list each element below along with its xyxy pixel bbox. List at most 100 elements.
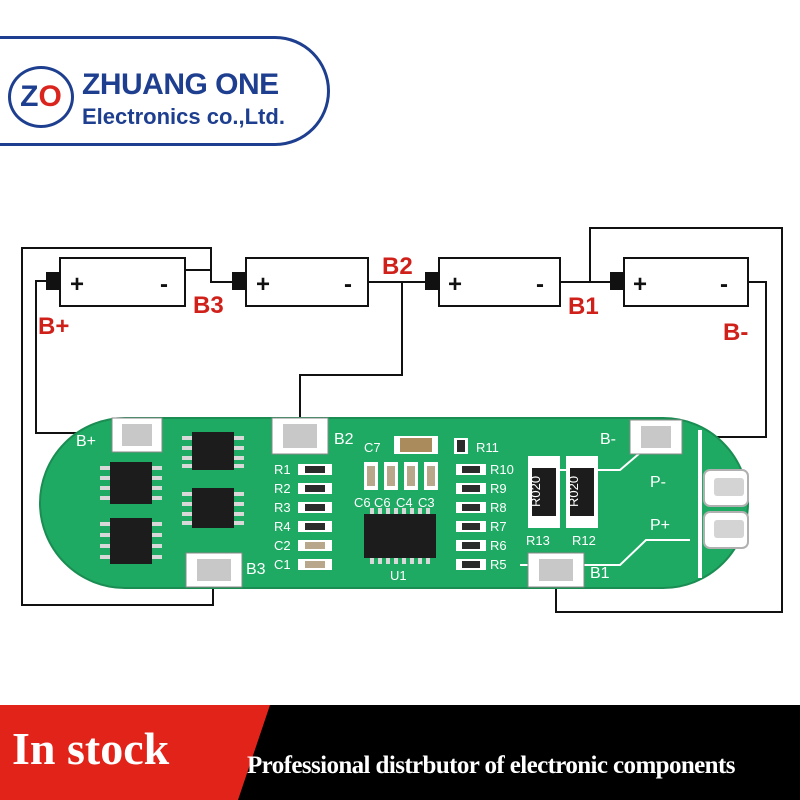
wires	[21, 227, 783, 613]
battery-3-body	[438, 257, 561, 307]
r13-body	[532, 468, 556, 516]
bms-pcb: B+ B2 B- B3 B1 P- P+	[39, 417, 749, 589]
pad-b1-label: B1	[590, 565, 610, 582]
ic-u1: U1	[364, 508, 436, 583]
wire-b2-down	[299, 282, 403, 420]
silk-r4: R4	[274, 519, 291, 534]
capacitor-c7: C7 R11	[364, 436, 499, 455]
silk-r1: R1	[274, 462, 291, 477]
p-plus-solder	[714, 520, 744, 538]
wire-b1-loop	[555, 227, 783, 613]
silk-r12: R12	[572, 533, 596, 548]
battery-4-body	[623, 257, 749, 307]
label-b-plus: B+	[38, 313, 69, 340]
mosfet-4-body	[110, 518, 152, 564]
c7-body	[400, 438, 432, 452]
wire-b-plus	[35, 280, 110, 434]
silk-r6: R6	[490, 538, 507, 553]
battery-1-plus: +	[70, 271, 84, 298]
logo-letter-z: Z	[20, 80, 39, 113]
silk-c5: C6	[374, 495, 391, 510]
pad-b-minus-label: B-	[600, 431, 616, 448]
mosfet-4	[100, 518, 162, 564]
battery-2: + -	[232, 257, 369, 307]
pad-b2-label: B2	[334, 431, 354, 448]
pad-b1: B1	[527, 552, 610, 588]
silk-r2: R2	[274, 481, 291, 496]
silk-r9: R9	[490, 481, 507, 496]
logo-letter-o: O	[38, 80, 62, 113]
battery-2-minus: -	[344, 271, 352, 298]
wire-b3-bridge	[210, 270, 232, 283]
battery-2-cap	[232, 272, 246, 290]
battery-3-cap	[425, 272, 439, 290]
silk-r11: R11	[476, 440, 499, 455]
mosfet-2-body	[192, 488, 234, 528]
p-minus-label: P-	[650, 474, 666, 491]
silk-r13: R13	[526, 533, 550, 548]
battery-1: + -	[46, 257, 186, 307]
r13-value: R020	[528, 476, 543, 507]
u1-body	[364, 514, 436, 558]
silk-c6: C6	[354, 495, 371, 510]
silk-c4: C4	[396, 495, 413, 510]
label-b-minus: B-	[723, 319, 748, 346]
battery-3: + -	[425, 257, 561, 307]
battery-1-body	[59, 257, 186, 307]
capacitor-row: C6 C6 C4 C3	[354, 462, 438, 510]
battery-4-minus: -	[720, 271, 728, 298]
silk-c3: C3	[418, 495, 435, 510]
pad-b3: B3	[185, 552, 266, 588]
output-pads: P- P+	[650, 469, 749, 549]
silk-c2: C2	[274, 538, 291, 553]
wire-b-minus	[682, 281, 767, 438]
mosfet-1-body	[192, 432, 234, 470]
footer-red-banner	[0, 705, 270, 800]
in-stock-label: In stock	[12, 723, 170, 774]
pad-b-minus-solder	[641, 426, 671, 448]
silk-r3: R3	[274, 500, 291, 515]
label-b1: B1	[568, 293, 599, 320]
mosfet-chips	[100, 432, 244, 564]
brand-subtitle: Electronics co.,Ltd.	[82, 104, 285, 129]
silk-r8: R8	[490, 500, 507, 515]
battery-4-plus: +	[633, 271, 647, 298]
tagline: Professional distrbutor of electronic co…	[247, 752, 735, 779]
battery-4-cap	[610, 272, 624, 290]
r11-body	[457, 440, 465, 452]
pad-b3-label: B3	[246, 561, 266, 578]
pad-b2: B2	[271, 417, 354, 455]
battery-4: + -	[610, 257, 749, 307]
resistor-column-right: R10 R9 R8 R7 R6 R5	[456, 462, 514, 572]
battery-3-minus: -	[536, 271, 544, 298]
pad-b-plus-solder	[122, 424, 152, 446]
p-plus-label: P+	[650, 517, 670, 534]
battery-1-cap	[46, 272, 60, 290]
r12-value: R020	[566, 476, 581, 507]
resistor-column-left: R1 R2 R3 R4 C2 C1	[274, 462, 332, 572]
shunt-r12: R020 R12	[566, 456, 598, 548]
pad-b-plus: B+	[76, 417, 163, 453]
silk-r5: R5	[490, 557, 507, 572]
silk-u1: U1	[390, 568, 407, 583]
pad-b-plus-label: B+	[76, 433, 96, 450]
r12-body	[570, 468, 594, 516]
pad-b-minus: B-	[600, 419, 683, 455]
pad-b2-solder	[283, 424, 317, 448]
shunt-r13: R020 R13	[526, 456, 560, 548]
mosfet-2	[182, 488, 244, 528]
battery-2-body	[245, 257, 369, 307]
footer-black-banner	[238, 705, 800, 800]
pad-b3-solder	[197, 559, 231, 581]
label-b3: B3	[193, 292, 224, 319]
battery-2-plus: +	[256, 271, 270, 298]
mosfet-1	[182, 432, 244, 470]
battery-1-minus: -	[160, 271, 168, 298]
label-b2: B2	[382, 253, 413, 280]
pad-b1-solder	[539, 559, 573, 581]
silk-r10: R10	[490, 462, 514, 477]
p-minus-solder	[714, 478, 744, 496]
battery-3-plus: +	[448, 271, 462, 298]
silk-c7: C7	[364, 440, 381, 455]
